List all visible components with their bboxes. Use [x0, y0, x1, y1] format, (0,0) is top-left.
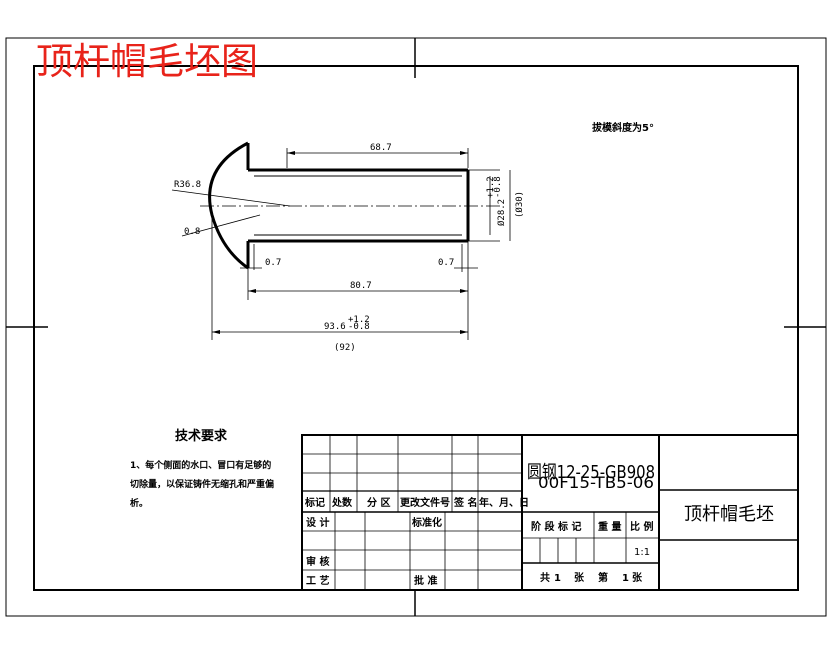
- dim-0-7-left: 0.7: [265, 258, 281, 268]
- label-fenqu: 分 区: [367, 496, 390, 509]
- outer-frame: [5, 37, 827, 617]
- part-name: 顶杆帽毛坯: [684, 504, 774, 525]
- dim-0-8: 0.8: [184, 227, 200, 237]
- scale-value: 1:1: [634, 547, 650, 558]
- sheet-total: 1: [554, 573, 561, 584]
- label-jieduan: 阶 段 标 记: [531, 520, 581, 533]
- label-nianyue: 年、月、日: [479, 496, 529, 509]
- label-biaozhunhua: 标准化: [411, 516, 442, 529]
- tech-line-1: 1、每个侧面的水口、冒口有足够的: [130, 459, 271, 471]
- label-qianming: 签 名: [453, 496, 477, 509]
- tech-line-2: 切除量，以保证铸件无缩孔和严重偏: [130, 478, 274, 490]
- label-biaoji: 标记: [304, 496, 325, 509]
- drawing-title: 顶杆帽毛坯图: [36, 40, 258, 83]
- center-marks: [6, 38, 826, 616]
- label-chushu: 处数: [331, 496, 353, 509]
- label-sheji: 设 计: [306, 516, 329, 529]
- drawing-number: 00F15-TB5-06: [538, 473, 654, 492]
- dim-r36-8: R36.8: [174, 180, 201, 190]
- dim-dia-30: (Ø30): [514, 191, 525, 218]
- label-gong: 共: [540, 571, 550, 584]
- draft-angle-note: 拔模斜度为5°: [592, 121, 654, 134]
- dimension-lines: [171, 148, 511, 340]
- dim-dia-28-2: Ø28.2: [496, 199, 507, 226]
- dim-dia-28-2-tol-up: +1.2: [486, 176, 496, 198]
- dim-93-6: 93.6: [324, 322, 346, 332]
- label-pizhun: 批 准: [414, 574, 437, 587]
- title-block-lines: [301, 434, 799, 591]
- dimension-arrows: [212, 151, 468, 334]
- dim-68-7: 68.7: [370, 143, 392, 153]
- label-zhongliang: 重 量: [598, 520, 621, 533]
- label-gengai: 更改文件号: [400, 496, 450, 509]
- tech-heading: 技术要求: [175, 428, 228, 444]
- label-di: 第: [598, 571, 608, 584]
- dim-93-6-tol-dn: -0.8: [348, 322, 370, 332]
- sheet-index: 1: [622, 573, 629, 584]
- tech-line-3: 析。: [130, 497, 148, 509]
- material-spec: 圆钢12-25-GB908: [527, 462, 655, 483]
- dim-80-7: 80.7: [350, 281, 372, 291]
- label-bili: 比 例: [630, 520, 653, 533]
- dim-0-7-right: 0.7: [438, 258, 454, 268]
- label-shenhe: 审 核: [306, 555, 329, 568]
- label-zhang-2: 张: [632, 571, 643, 584]
- part-outline: [200, 141, 500, 270]
- label-zhang: 张: [574, 571, 585, 584]
- dim-dia-28-2-tol-dn: -0.8: [493, 176, 503, 198]
- dim-92: (92): [334, 343, 356, 353]
- label-gongyi: 工 艺: [306, 574, 329, 587]
- dim-93-6-tol-up: +1.2: [348, 315, 370, 325]
